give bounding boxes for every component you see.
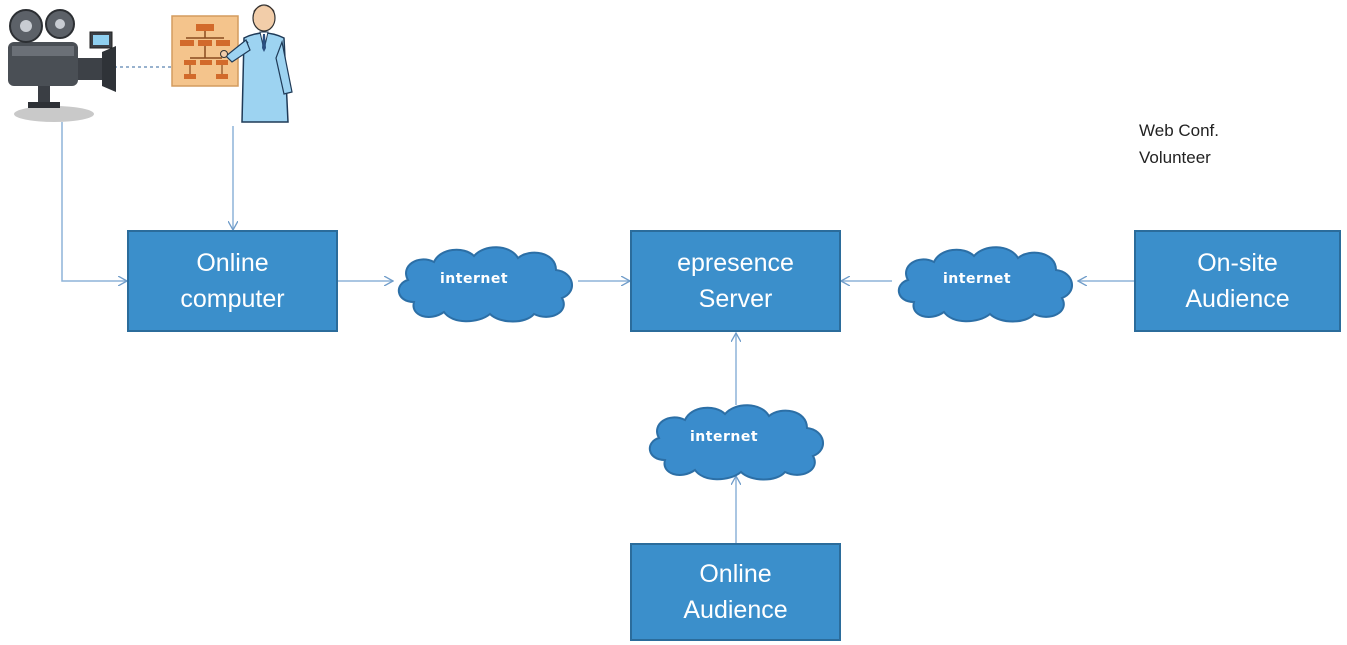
epresence-server-node: epresence Server — [630, 230, 841, 332]
internet-label-right: internet — [943, 271, 1012, 287]
online-audience-line2: Audience — [683, 596, 788, 624]
cloud-icon — [898, 246, 1073, 323]
online-computer-line1: Online — [196, 249, 269, 277]
epresence-server-line2: Server — [698, 285, 773, 313]
note-line1: Web Conf. — [1139, 121, 1220, 140]
cloud-icon — [398, 246, 573, 323]
camera-to-computer-line — [61, 122, 127, 281]
internet-cloud-right: internet — [890, 240, 1080, 324]
note-line2: Volunteer — [1139, 148, 1211, 167]
onsite-audience-line1: On-site — [1197, 249, 1278, 277]
online-audience-node: Online Audience — [630, 543, 841, 641]
epresence-server-line1: epresence — [677, 249, 794, 277]
video-camera-icon — [8, 9, 116, 122]
onsite-audience-line2: Audience — [1185, 285, 1290, 313]
internet-label-bottom: internet — [690, 429, 759, 445]
internet-label-left: internet — [440, 271, 509, 287]
presenter-icon — [171, 4, 293, 123]
internet-cloud-left: internet — [390, 240, 580, 324]
online-computer-node: Online computer — [127, 230, 338, 332]
online-computer-line2: computer — [180, 285, 285, 313]
internet-cloud-bottom: internet — [640, 398, 832, 482]
web-conf-volunteer-note: Web Conf. Volunteer — [1139, 117, 1219, 171]
online-audience-line1: Online — [699, 560, 772, 588]
cloud-icon — [649, 404, 824, 481]
onsite-audience-node: On-site Audience — [1134, 230, 1341, 332]
